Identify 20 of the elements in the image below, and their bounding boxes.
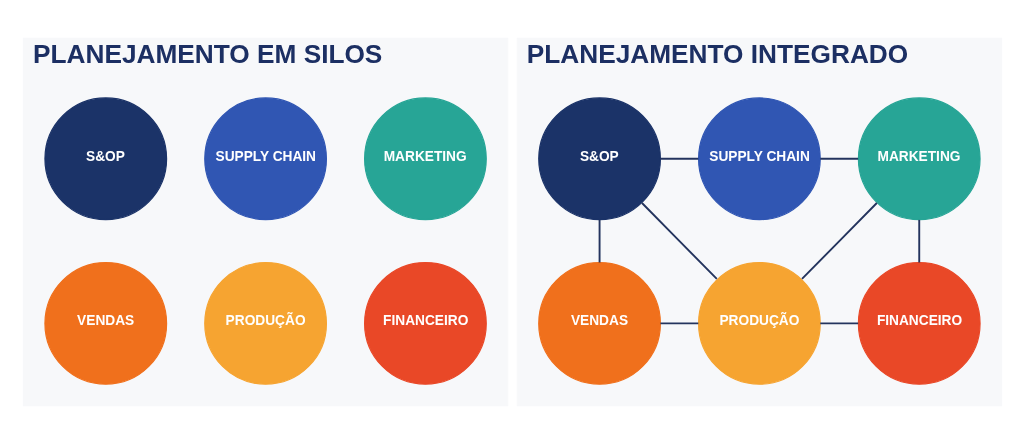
node-circle: S&OP	[43, 97, 167, 221]
node-circle: FINANCEIRO	[363, 261, 487, 385]
node-circle: SUPPLY CHAIN	[203, 97, 327, 221]
node-circle: MARKETING	[857, 97, 981, 221]
node-circle: VENDAS	[537, 261, 661, 385]
connector	[640, 202, 718, 280]
node-circle: VENDAS	[43, 261, 167, 385]
node-circle: S&OP	[537, 97, 661, 221]
connector	[598, 218, 601, 264]
connector	[917, 218, 920, 264]
node-circle: MARKETING	[363, 97, 487, 221]
connector	[818, 157, 859, 160]
connector	[659, 322, 699, 325]
connector	[818, 322, 859, 325]
node-circle: PRODUÇÃO	[203, 261, 327, 385]
node-circle: FINANCEIRO	[857, 261, 981, 385]
node-circle: PRODUÇÃO	[697, 261, 821, 385]
connector	[659, 157, 699, 160]
connector	[800, 202, 878, 280]
node-circle: SUPPLY CHAIN	[697, 97, 821, 221]
